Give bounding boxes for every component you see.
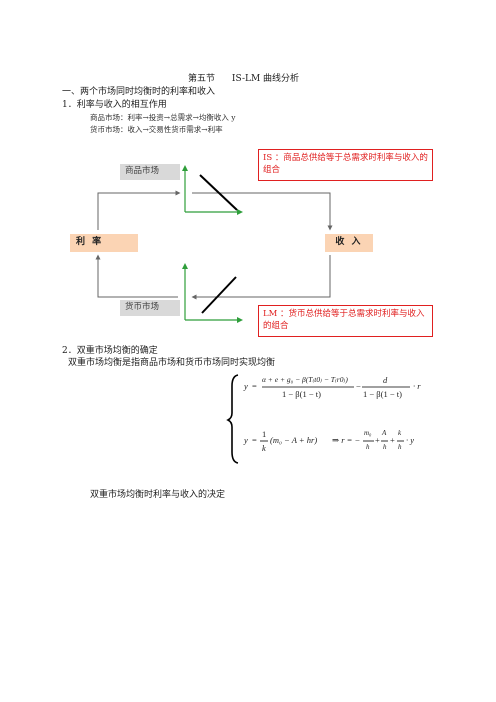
formula-implies: ⇒ r = −	[332, 435, 361, 445]
section-number: 第五节	[188, 74, 216, 84]
income-box: 收 入	[325, 234, 373, 252]
formula-c-den: h	[398, 443, 402, 451]
is-curve	[199, 174, 238, 211]
formula-a-den: h	[366, 443, 370, 451]
formula-a-num: m₀	[364, 429, 372, 437]
heading-1: 一、两个市场同时均衡时的利率和收入	[62, 87, 216, 97]
formula-eq1: =	[252, 381, 257, 391]
formula-den1: 1 − β(1 − t)	[282, 389, 321, 399]
formula-y2: y	[244, 435, 248, 445]
formula-k: k	[262, 443, 266, 453]
goods-market-box: 商品市场	[120, 164, 180, 180]
formula-y1: y	[244, 381, 248, 391]
formula-plus2: +	[390, 435, 395, 445]
formula-paren: (m₀ − A + hr)	[270, 435, 318, 445]
interest-rate-box: 利 率	[70, 234, 138, 252]
formula-b-den: h	[383, 443, 387, 451]
dual-equilibrium-sentence: 双重市场均衡是指商品市场和货币市场同时实现均衡	[68, 358, 276, 368]
money-market-chain: 货币市场：收入→交易性货币需求→利率	[90, 125, 223, 134]
formula-tail1: · r	[413, 381, 421, 391]
arrow-money-to-rate	[95, 254, 178, 298]
arrow-income-to-money	[191, 255, 331, 300]
formula-num1: α + e + g₀ − β(T₍t0₎ − T₍r0₎)	[262, 375, 348, 384]
lm-note-box: LM ：货币总供给等于总需求时利率与收入的组合	[258, 305, 433, 337]
heading-1-1: 1．利率与收入的相互作用	[62, 100, 167, 110]
formula-tail2: · y	[406, 435, 415, 445]
formula-num2: d	[383, 375, 388, 385]
formula-one: 1	[262, 429, 267, 439]
money-market-box: 货币市场	[120, 300, 180, 316]
formula-minus: −	[356, 381, 361, 391]
closing-line: 双重市场均衡时利率与收入的决定	[90, 490, 226, 500]
formula-plus1: +	[375, 435, 380, 445]
arrow-goods-to-income	[192, 192, 333, 231]
formula-b-num: A	[382, 429, 387, 437]
is-note-box: IS ：商品总供给等于总需求时利率与收入的组合	[258, 149, 433, 181]
goods-market-chain: 商品市场：利率→投资→总需求→均衡收入 y	[90, 113, 236, 122]
formula-den2: 1 − β(1 − t)	[363, 389, 402, 399]
arrow-rate-to-goods	[97, 190, 181, 230]
formula-c-num: k	[398, 429, 402, 437]
section-topic: IS-LM 曲线分析	[231, 74, 300, 84]
heading-2: 2．双重市场均衡的确定	[62, 346, 158, 356]
formula-eq2: =	[252, 435, 257, 445]
lm-curve	[201, 276, 237, 314]
section-title: 第五节 IS-LM 曲线分析	[188, 74, 299, 85]
